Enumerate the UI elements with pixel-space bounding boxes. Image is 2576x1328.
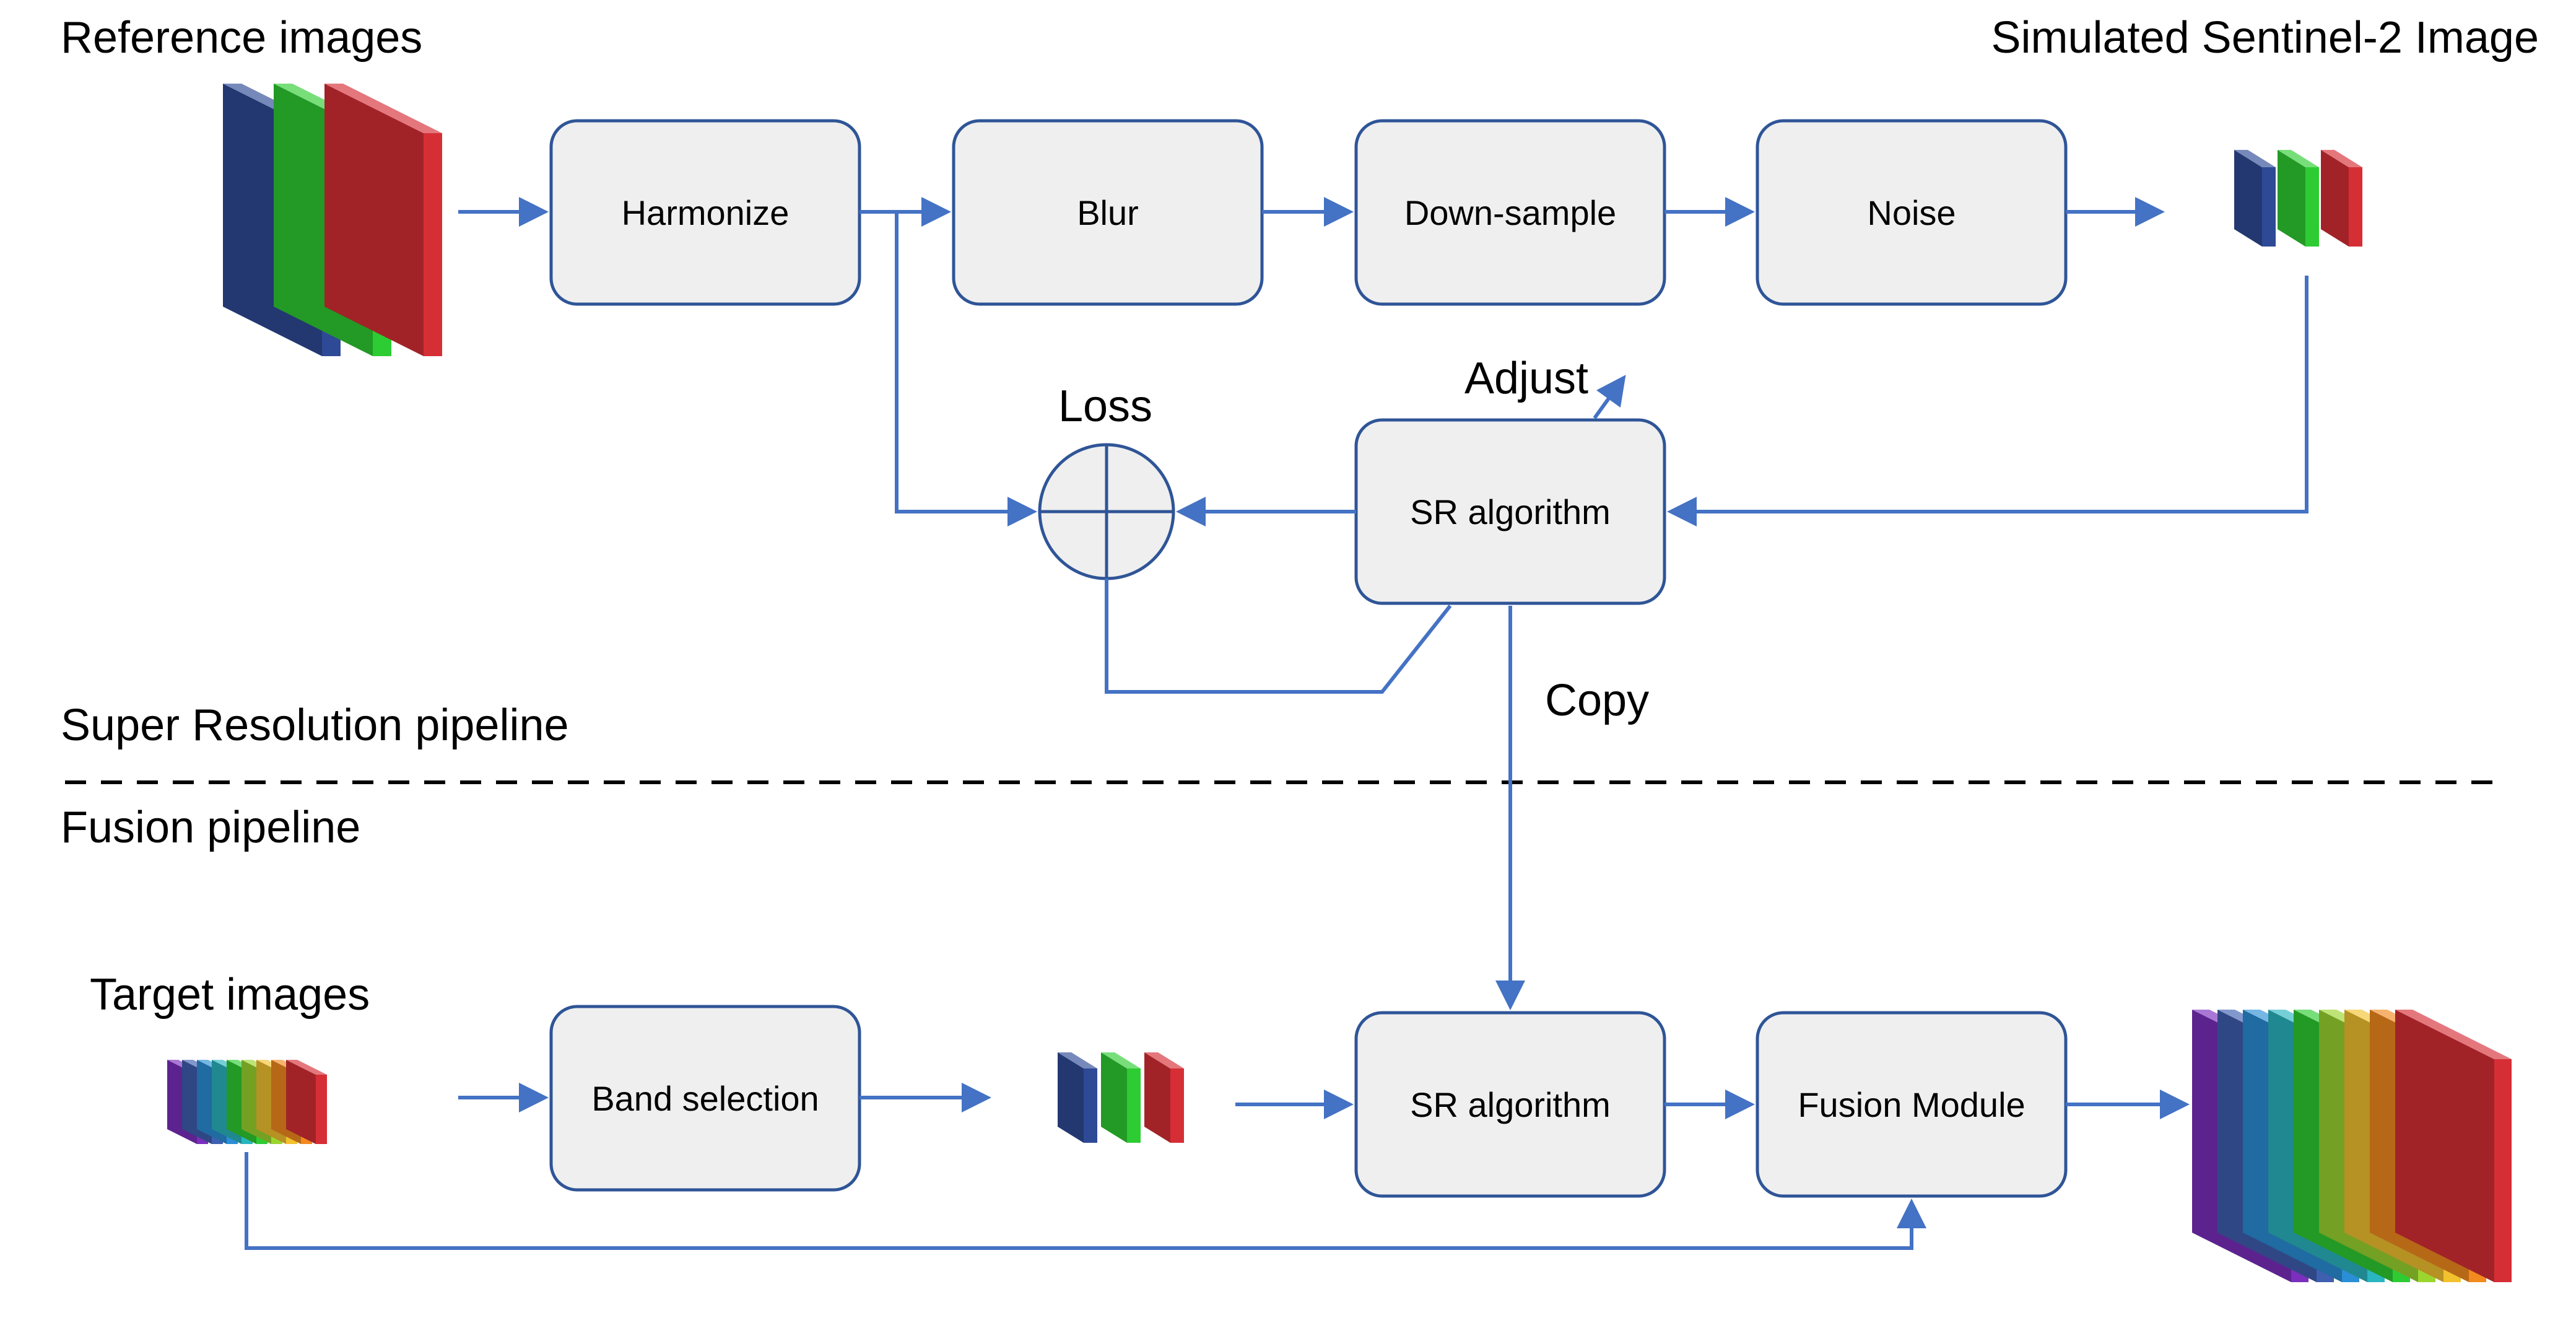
arrow-harmonize-to-loss bbox=[895, 212, 1037, 526]
downsample-box-label: Down-sample bbox=[1404, 193, 1616, 232]
band-layer-top bbox=[2321, 150, 2362, 167]
noise-box: Noise bbox=[1756, 119, 2068, 306]
blur-box: Blur bbox=[952, 119, 1264, 306]
arrow-simulated-to-sr bbox=[1667, 276, 2308, 526]
band-layer-side bbox=[2278, 150, 2305, 247]
band-layer-front bbox=[424, 133, 442, 356]
harmonize-box: Harmonize bbox=[549, 119, 861, 306]
sr-algorithm-bottom-label: SR algorithm bbox=[1410, 1085, 1611, 1124]
band-layer-top bbox=[2234, 150, 2276, 167]
simulated-image-stack bbox=[2234, 150, 2362, 247]
reference-images-stack bbox=[223, 84, 442, 356]
band-layer-top bbox=[324, 84, 442, 133]
band-layer-side bbox=[2234, 150, 2262, 247]
band-layer-front bbox=[2262, 167, 2276, 247]
selected-bands-stack bbox=[1058, 1052, 1184, 1143]
band-layer-side bbox=[1058, 1052, 1084, 1143]
fusion-module-box: Fusion Module bbox=[1756, 1011, 2068, 1198]
band-layer-side bbox=[1101, 1052, 1127, 1143]
connectors bbox=[245, 197, 2308, 1250]
arrow-adjust bbox=[1593, 375, 1626, 419]
band-layer-side bbox=[1144, 1052, 1170, 1143]
noise-box-label: Noise bbox=[1867, 193, 1956, 232]
sr-algorithm-top-box: SR algorithm bbox=[1354, 418, 1666, 605]
band-layer-front bbox=[2305, 167, 2319, 247]
band-layer-side bbox=[2395, 1010, 2494, 1282]
band-layer-front bbox=[1084, 1068, 1097, 1143]
loss-node bbox=[1038, 443, 1175, 580]
band-selection-box: Band selection bbox=[549, 1005, 861, 1192]
reference-images-label: Reference images bbox=[61, 13, 422, 63]
fusion-pipeline-label: Fusion pipeline bbox=[61, 803, 360, 852]
band-layer-front bbox=[1170, 1068, 1184, 1143]
band-layer-front bbox=[2349, 167, 2362, 247]
band-layer-front bbox=[316, 1075, 327, 1144]
simulated-image-label: Simulated Sentinel-2 Image bbox=[1991, 13, 2539, 63]
band-selection-label: Band selection bbox=[591, 1079, 819, 1118]
sr-pipeline-label: Super Resolution pipeline bbox=[61, 701, 569, 750]
adjust-label: Adjust bbox=[1464, 354, 1588, 403]
copy-label: Copy bbox=[1545, 676, 1649, 725]
band-layer-top bbox=[286, 1060, 327, 1075]
band-layer-top bbox=[2395, 1010, 2512, 1059]
downsample-box: Down-sample bbox=[1354, 119, 1666, 306]
target-images-stack bbox=[167, 1060, 327, 1144]
band-layer-top bbox=[1058, 1052, 1097, 1068]
band-layer-top bbox=[1144, 1052, 1184, 1068]
band-layer-side bbox=[286, 1060, 316, 1144]
arrow-target-to-fusion bbox=[245, 1152, 1926, 1250]
band-layer-side bbox=[324, 84, 424, 356]
band-layer-top bbox=[1101, 1052, 1141, 1068]
target-images-label: Target images bbox=[90, 970, 370, 1020]
loss-feedback-line bbox=[1105, 579, 1452, 694]
loss-label: Loss bbox=[1058, 382, 1152, 431]
band-layer-side bbox=[2321, 150, 2349, 247]
fused-output-stack bbox=[2192, 1010, 2512, 1282]
band-layer-top bbox=[2278, 150, 2319, 167]
sr-algorithm-top-label: SR algorithm bbox=[1410, 492, 1611, 531]
band-layer-front bbox=[2494, 1059, 2512, 1282]
sr-algorithm-bottom-box: SR algorithm bbox=[1354, 1011, 1666, 1198]
harmonize-box-label: Harmonize bbox=[622, 193, 790, 232]
fusion-module-label: Fusion Module bbox=[1798, 1085, 2025, 1124]
band-layer-front bbox=[1127, 1068, 1141, 1143]
blur-box-label: Blur bbox=[1077, 193, 1139, 232]
